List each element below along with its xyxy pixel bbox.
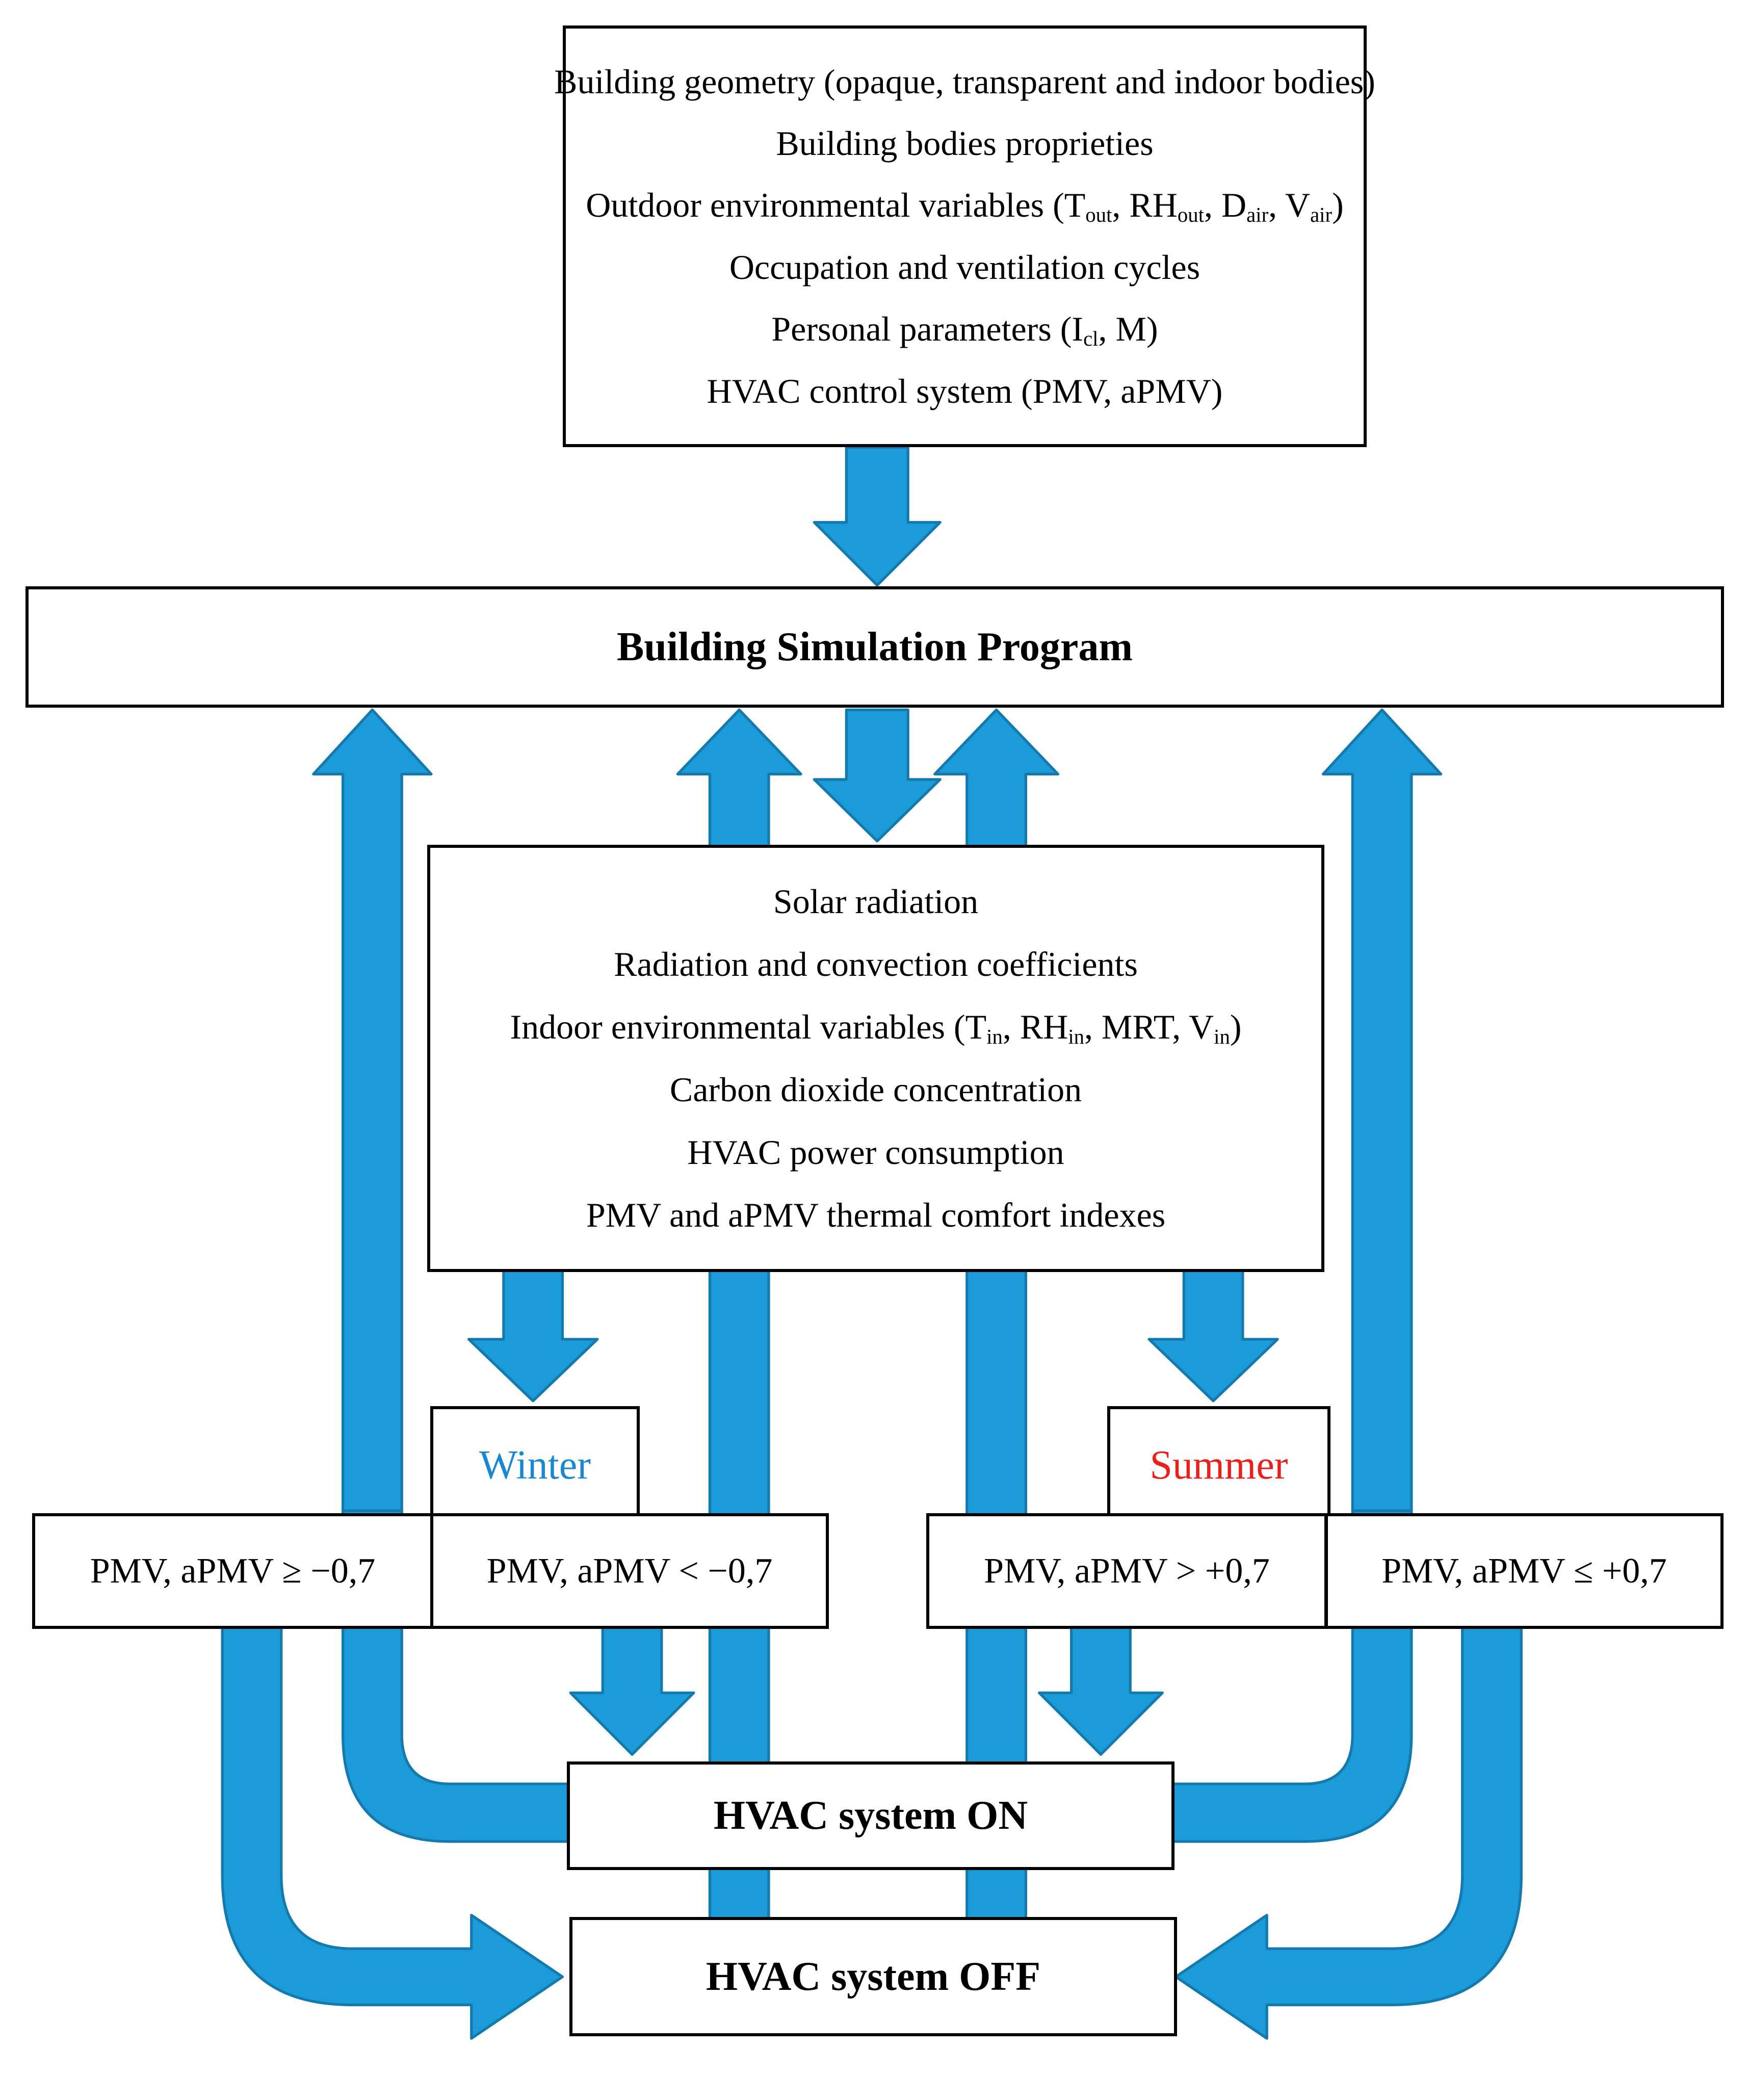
arrow-summer-to-hvac-on bbox=[1037, 1622, 1164, 1756]
winter-condition-off-box: PMV, aPMV ≥ −0,7 bbox=[32, 1513, 433, 1629]
input-line: Outdoor environmental variables (Tout, R… bbox=[586, 186, 1344, 227]
arrow-program-to-outputs bbox=[813, 708, 942, 843]
arrow-up-left-outer bbox=[312, 708, 433, 1512]
summer-condition-off: PMV, aPMV ≤ +0,7 bbox=[1381, 1551, 1667, 1591]
input-line: Building bodies proprieties bbox=[776, 123, 1154, 163]
arrow-winter-to-hvac-on bbox=[569, 1622, 695, 1756]
hvac-off-label: HVAC system OFF bbox=[706, 1954, 1041, 1999]
output-line: Indoor environmental variables (Tin, RHi… bbox=[510, 1007, 1242, 1049]
output-line: Carbon dioxide concentration bbox=[669, 1070, 1082, 1109]
summer-label: Summer bbox=[1150, 1442, 1288, 1488]
hvac-off-box: HVAC system OFF bbox=[569, 1917, 1177, 2036]
hvac-on-box: HVAC system ON bbox=[567, 1761, 1174, 1870]
output-line: Radiation and convection coefficients bbox=[614, 945, 1138, 984]
input-line: Building geometry (opaque, transparent a… bbox=[554, 62, 1375, 101]
summer-condition-on-box: PMV, aPMV > +0,7 bbox=[926, 1513, 1327, 1629]
building-simulation-program-box: Building Simulation Program bbox=[25, 586, 1724, 708]
winter-condition-on: PMV, aPMV < −0,7 bbox=[486, 1551, 773, 1591]
winter-label: Winter bbox=[479, 1442, 591, 1488]
summer-box: Summer bbox=[1107, 1406, 1330, 1524]
inputs-list: Building geometry (opaque, transparent a… bbox=[554, 29, 1375, 444]
summer-condition-off-box: PMV, aPMV ≤ +0,7 bbox=[1325, 1513, 1724, 1629]
winter-condition-off: PMV, aPMV ≥ −0,7 bbox=[90, 1551, 376, 1591]
arrow-up-right-inner bbox=[933, 708, 1060, 1960]
arrow-hvac-on-to-right-loop bbox=[1169, 1509, 1413, 1843]
input-line: HVAC control system (PMV, aPMV) bbox=[707, 371, 1223, 410]
winter-box: Winter bbox=[430, 1406, 640, 1524]
arrow-up-right-outer bbox=[1321, 708, 1443, 1512]
arrow-outputs-to-summer bbox=[1147, 1268, 1279, 1403]
arrow-up-left-inner bbox=[676, 708, 802, 1960]
output-line: PMV and aPMV thermal comfort indexes bbox=[586, 1196, 1166, 1235]
arrow-summer-off-to-hvac-off bbox=[1174, 1622, 1523, 2040]
summer-condition-on: PMV, aPMV > +0,7 bbox=[984, 1551, 1270, 1591]
program-title: Building Simulation Program bbox=[616, 624, 1133, 669]
output-line: Solar radiation bbox=[773, 882, 979, 921]
input-line: Personal parameters (Icl, M) bbox=[771, 309, 1158, 351]
arrow-winter-off-to-hvac-off bbox=[221, 1622, 564, 2040]
arrow-outputs-to-winter bbox=[467, 1268, 599, 1403]
arrow-inputs-to-program bbox=[813, 446, 942, 587]
output-line: HVAC power consumption bbox=[687, 1133, 1064, 1172]
input-line: Occupation and ventilation cycles bbox=[729, 247, 1200, 287]
winter-condition-on-box: PMV, aPMV < −0,7 bbox=[430, 1513, 829, 1629]
hvac-on-label: HVAC system ON bbox=[713, 1793, 1028, 1838]
inputs-box: Building geometry (opaque, transparent a… bbox=[554, 25, 1375, 447]
